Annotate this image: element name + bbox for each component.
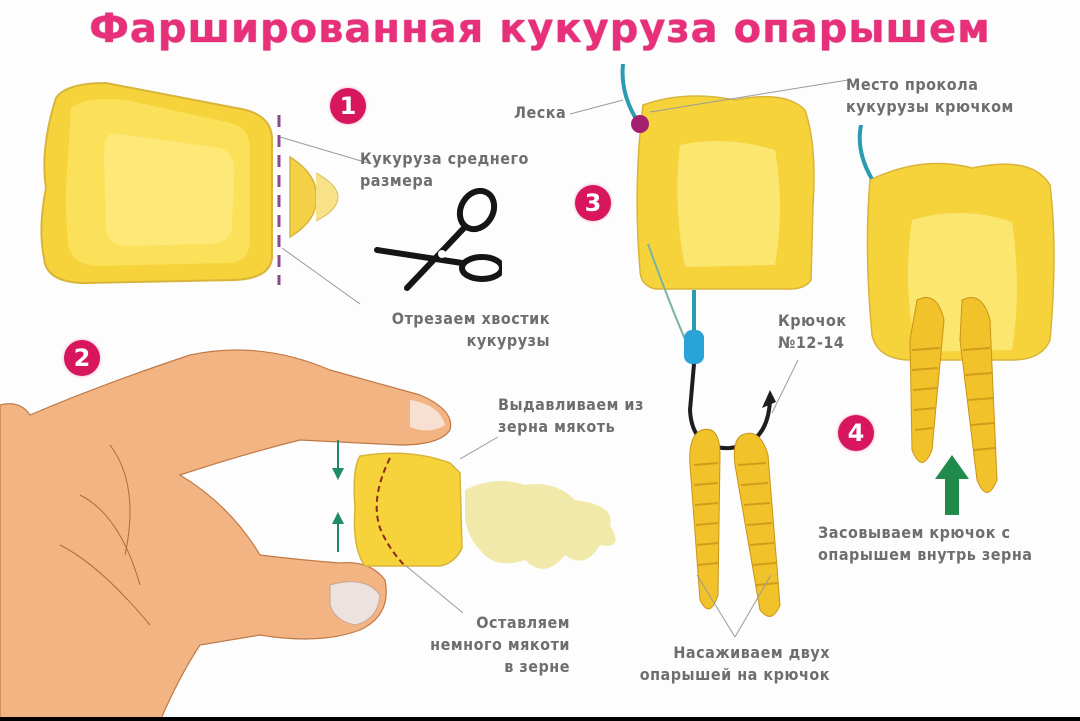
hand-icon — [0, 349, 452, 721]
corn-kernel-icon — [40, 81, 273, 285]
step-4-badge: 4 — [838, 415, 874, 451]
pulp-splash-icon — [465, 481, 616, 569]
label-corn-size: Кукуруза среднего размера — [360, 149, 529, 190]
leader-line — [405, 565, 464, 614]
bottom-border — [0, 717, 1080, 721]
corn-tail-icon — [289, 155, 339, 239]
step-2-badge: 2 — [64, 340, 100, 376]
stuffed-corn-icon — [866, 162, 1055, 493]
leader-line — [280, 136, 369, 164]
label-line: Леска — [514, 103, 567, 122]
pierced-kernel-icon — [636, 95, 815, 290]
leader-line — [650, 79, 849, 113]
leader-line — [696, 575, 772, 638]
page-title: Фаршированная кукуруза опарышем — [89, 6, 991, 52]
cut-line-icon — [277, 115, 281, 285]
label-two-maggots: Насаживаем двух опарышей на крючок — [639, 643, 830, 684]
hook-icon — [684, 290, 776, 451]
squeezed-kernel-icon — [353, 452, 463, 567]
label-squeeze: Выдавливаем из зерна мякоть — [498, 395, 644, 436]
step-1-badge: 1 — [330, 88, 366, 124]
step-3-badge: 3 — [575, 185, 611, 221]
scissors-icon — [374, 188, 502, 291]
label-hook-size: Крючок №12-14 — [778, 311, 847, 352]
label-cut-tail: Отрезаем хвостик кукурузы — [391, 309, 550, 350]
leader-line — [570, 99, 624, 115]
label-leave-pulp: Оставляем немного мякоти в зерне — [430, 613, 570, 676]
label-insert: Засовываем крючок с опарышем внутрь зерн… — [818, 523, 1033, 564]
up-arrow-icon — [935, 455, 969, 515]
leader-line — [282, 248, 361, 305]
maggot-icon — [689, 428, 781, 617]
leader-line — [771, 360, 799, 414]
label-pierce-spot: Место прокола кукурузы крючком — [846, 75, 1014, 116]
squeeze-arrows-icon — [332, 440, 344, 552]
leader-line — [460, 436, 499, 460]
